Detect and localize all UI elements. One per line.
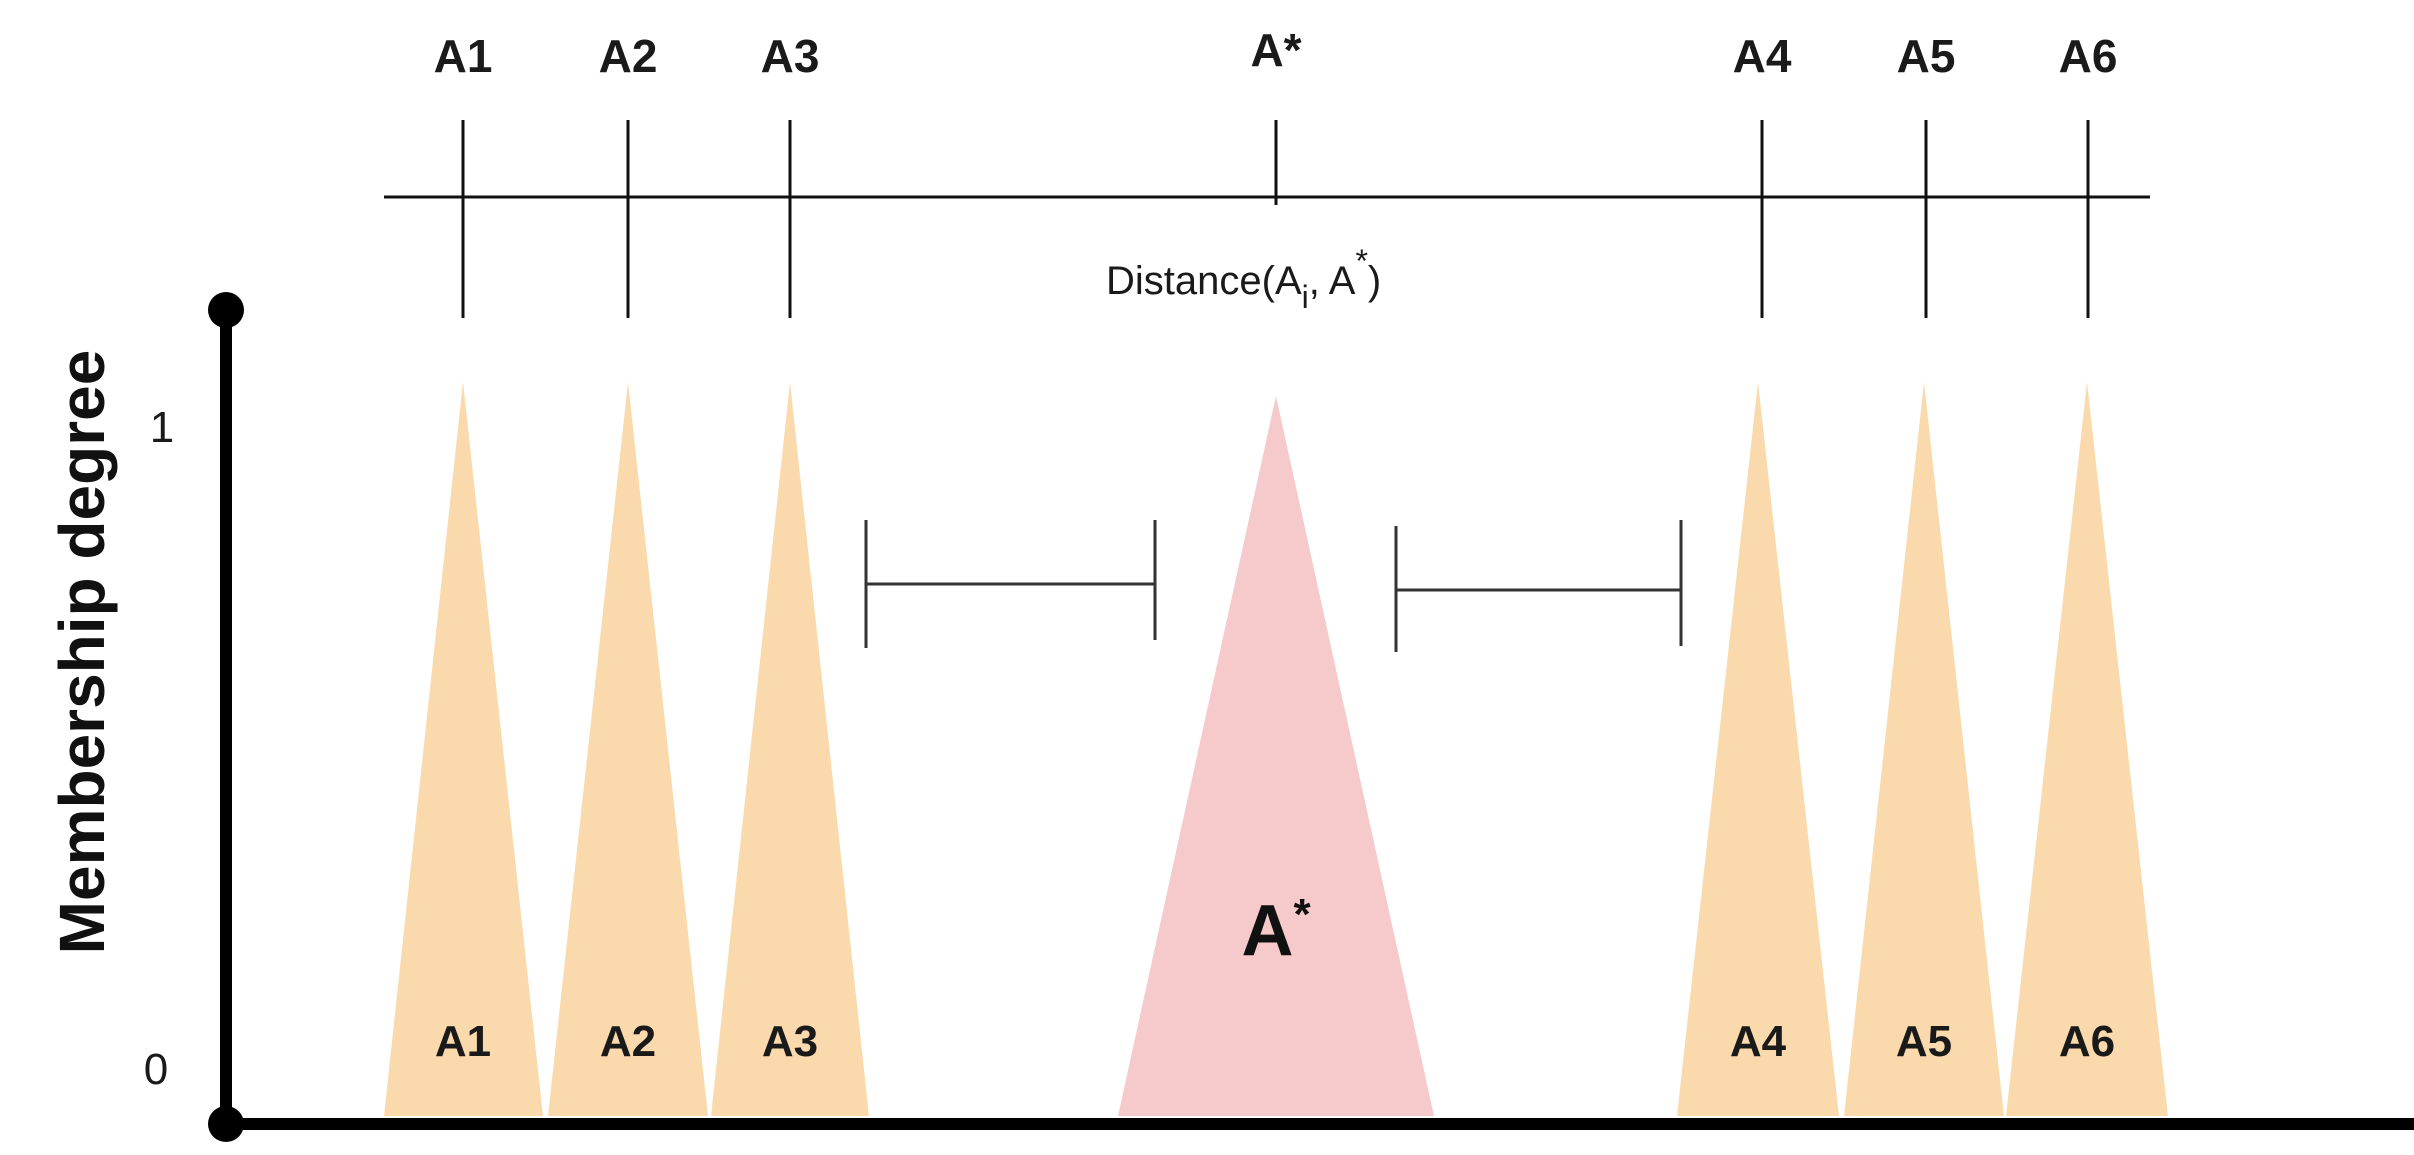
triangle-a5 (1844, 382, 2004, 1116)
top-label-a5: A5 (1897, 30, 1956, 82)
triangle-label-a-star: A* (1241, 890, 1311, 971)
axes (208, 292, 2414, 1142)
triangle-label-a5: A5 (1896, 1017, 1952, 1066)
top-label-a6: A6 (2059, 30, 2118, 82)
triangle-a2 (548, 382, 708, 1116)
triangle-labels: A1 A2 A3 A* A4 A5 A6 (435, 890, 2115, 1066)
triangle-a6 (2006, 382, 2168, 1116)
distance-brackets (864, 520, 1683, 652)
origin-dot (208, 1106, 244, 1142)
top-label-a2: A2 (599, 30, 658, 82)
triangle-label-a4: A4 (1730, 1017, 1787, 1066)
triangle-label-a6: A6 (2059, 1017, 2115, 1066)
distance-scale (384, 120, 2150, 318)
triangle-label-a1: A1 (435, 1017, 491, 1066)
y-tick-0: 0 (144, 1045, 168, 1094)
triangle-a4 (1677, 382, 1839, 1116)
triangle-label-a3: A3 (762, 1017, 818, 1066)
distance-label: Distance(Ai, A*) (1106, 243, 1381, 315)
triangle-a-star (1118, 396, 1434, 1116)
top-label-a-star: A* (1250, 24, 1301, 76)
membership-triangles (384, 382, 2168, 1116)
distance-bracket-left (864, 520, 1157, 648)
triangle-label-a2: A2 (600, 1017, 656, 1066)
top-label-a3: A3 (761, 30, 820, 82)
top-labels: A1 A2 A3 A* A4 A5 A6 (434, 24, 2118, 82)
top-label-a4: A4 (1733, 30, 1792, 82)
y-tick-1: 1 (150, 403, 174, 452)
triangle-a3 (711, 382, 869, 1116)
y-axis-top-dot (208, 292, 244, 328)
y-axis-title: Membership degree (46, 350, 118, 955)
distance-bracket-right (1394, 520, 1683, 652)
triangle-a1 (384, 382, 543, 1116)
top-label-a1: A1 (434, 30, 493, 82)
